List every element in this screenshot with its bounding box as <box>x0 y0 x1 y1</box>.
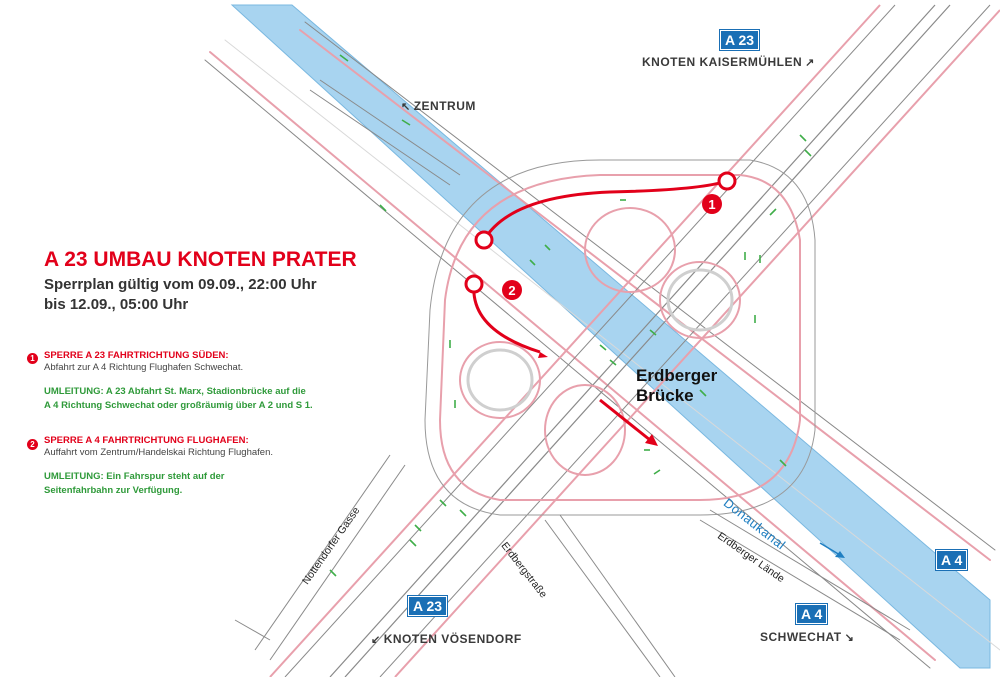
a4-highway <box>204 21 1000 669</box>
a23-highway <box>269 4 1000 677</box>
page-title: A 23 UMBAU KNOTEN PRATER <box>44 248 357 271</box>
closure-1-marker-b <box>474 230 494 250</box>
closure-2-arrow-b <box>645 434 658 446</box>
direction-kaisermuehlen: KNOTEN KAISERMÜHLEN↗ <box>642 55 815 69</box>
validity-line-2: bis 12.09., 05:00 Uhr <box>44 296 189 313</box>
closure-1-detour-1: UMLEITUNG: A 23 Abfahrt St. Marx, Stadio… <box>44 386 306 397</box>
closure-2-marker <box>464 274 484 294</box>
badge-2-circle <box>502 280 522 300</box>
closure-1-heading: SPERRE A 23 FAHRTRICHTUNG SÜDEN: <box>44 350 229 361</box>
traffic-arrows <box>329 54 812 577</box>
closure-1-marker <box>717 171 737 191</box>
closure-2-heading: SPERRE A 4 FAHRTRICHTUNG FLUGHAFEN: <box>44 435 249 446</box>
direction-voesendorf: ↙KNOTEN VÖSENDORF <box>371 632 522 646</box>
a4-right-shield: A 4 <box>934 549 969 571</box>
closure-2-detour-1: UMLEITUNG: Ein Fahrspur steht auf der <box>44 471 225 482</box>
a23-top-shield: A 23 <box>718 29 761 51</box>
badge-1-circle <box>702 194 722 214</box>
closure-2-arrow-a <box>538 352 548 358</box>
closure-2-arrow-b-line <box>599 398 651 442</box>
closure-1-detour-2: A 4 Richtung Schwechat oder großräumig ü… <box>44 400 313 411</box>
arrow-down-right-icon: ↘ <box>844 632 855 644</box>
bridge-label: Erdberger Brücke <box>636 366 718 405</box>
canal-flow-arrow <box>819 542 841 556</box>
badge-1-text: 1 <box>708 197 715 212</box>
a4-bottom-shield: A 4 <box>794 603 829 625</box>
a23-bottom-shield: A 23 <box>406 595 449 617</box>
closure-2-detour-2: Seitenfahrbahn zur Verfügung. <box>44 485 183 496</box>
arrow-down-left-icon: ↙ <box>371 634 381 646</box>
closure-1-detail: Abfahrt zur A 4 Richtung Flughafen Schwe… <box>44 362 244 373</box>
arrow-up-right-icon: ↗ <box>805 57 815 69</box>
legend-badge-1: 1 <box>27 353 38 364</box>
direction-zentrum: ↖ZENTRUM <box>401 99 476 113</box>
direction-schwechat: SCHWECHAT↘ <box>760 630 855 644</box>
donaukanal-water <box>230 4 991 669</box>
grey-unused-loops <box>466 268 734 412</box>
cloverleaf-ramps <box>424 159 816 516</box>
legend-badge-2: 2 <box>27 439 38 450</box>
arrow-up-left-icon: ↖ <box>401 101 411 113</box>
badge-2-text: 2 <box>508 283 515 298</box>
closure-1-route <box>482 179 728 241</box>
side-streets <box>234 79 911 677</box>
validity-line-1: Sperrplan gültig vom 09.09., 22:00 Uhr <box>44 276 317 293</box>
closure-2-detail: Auffahrt vom Zentrum/Handelskai Richtung… <box>44 447 273 458</box>
